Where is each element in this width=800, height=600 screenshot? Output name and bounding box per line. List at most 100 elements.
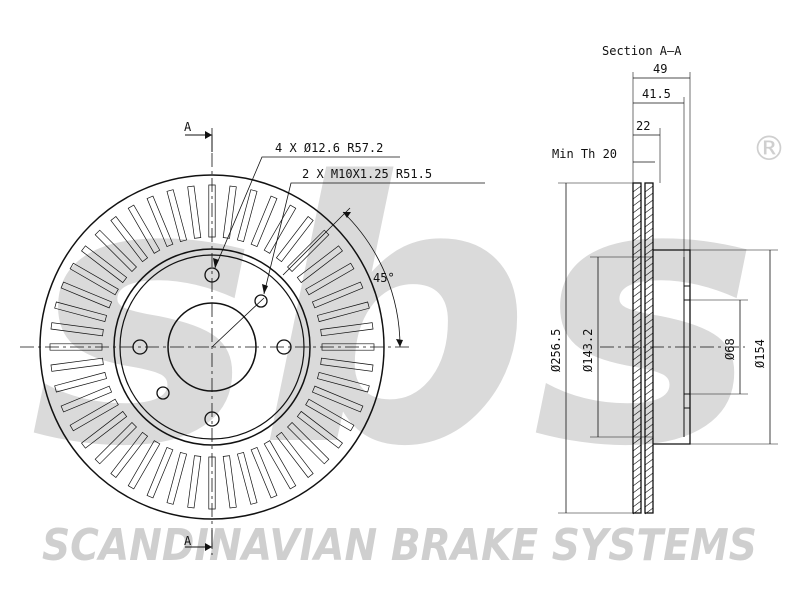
- hatch-line: [644, 493, 654, 501]
- vent-slots: [49, 184, 375, 510]
- vent-slot: [305, 398, 355, 432]
- vent-slot: [146, 446, 174, 499]
- section-view: [558, 72, 778, 515]
- hatch-line: [632, 199, 642, 207]
- vent-slot: [263, 204, 297, 254]
- bolt-hole-arrowhead: [213, 258, 219, 268]
- hatch-line: [632, 360, 642, 368]
- hatch-line: [644, 248, 654, 256]
- hatch-line: [632, 409, 642, 417]
- thread-callout: 2 X M10X1.25 R51.5: [302, 167, 432, 181]
- vent-slot: [94, 422, 137, 465]
- vent-slot: [110, 431, 149, 478]
- threaded-hole-lower: [156, 386, 170, 400]
- hatch-line: [632, 297, 642, 305]
- hat-profile: [653, 249, 691, 445]
- hatch-line: [632, 388, 642, 396]
- thread-callout-leader: [263, 182, 485, 295]
- vent-slot: [50, 322, 104, 337]
- angle-arc: [342, 211, 401, 348]
- hatch-line: [632, 248, 642, 256]
- vent-slot: [127, 204, 161, 254]
- thread-arrowhead: [262, 284, 268, 294]
- vent-slot: [187, 185, 202, 239]
- hatch-line: [632, 437, 642, 445]
- hatch-line: [644, 311, 654, 319]
- hatch-line: [644, 395, 654, 403]
- vent-slot: [54, 371, 108, 393]
- hatch-line: [632, 227, 642, 235]
- vent-slot: [296, 245, 343, 284]
- vent-slot: [69, 262, 119, 296]
- vent-slot: [54, 301, 108, 323]
- hatch-line: [644, 339, 654, 347]
- hatch-line: [644, 262, 654, 270]
- vent-slot: [50, 357, 104, 372]
- hatch-line: [632, 465, 642, 473]
- bolt-hole-callout: 4 X Ø12.6 R57.2: [275, 141, 383, 155]
- vent-slot: [94, 229, 137, 272]
- hatch-line: [644, 220, 654, 228]
- hatch-line: [632, 416, 642, 424]
- hatch-line: [644, 192, 654, 200]
- hatch-line: [632, 472, 642, 480]
- hatch-line: [632, 367, 642, 375]
- hatch-line: [644, 416, 654, 424]
- vent-slot: [81, 245, 128, 284]
- hatch-line: [632, 458, 642, 466]
- hatch-line: [632, 423, 642, 431]
- registered-mark: ®: [752, 129, 786, 169]
- hatch-line: [632, 507, 642, 515]
- hatch-line: [644, 472, 654, 480]
- vent-slot: [60, 385, 113, 413]
- center-bore: [167, 302, 257, 392]
- dim-outer-diameter-label: Ø256.5: [549, 329, 563, 372]
- section-title: Section A–A: [602, 44, 682, 58]
- vent-slot: [320, 357, 374, 372]
- hatch-line: [632, 381, 642, 389]
- company-name-watermark: SCANDINAVIAN BRAKE SYSTEMS: [42, 520, 757, 571]
- hatch-line: [632, 311, 642, 319]
- vent-slot: [208, 184, 216, 238]
- vent-slot: [60, 281, 113, 309]
- vent-slot: [187, 455, 202, 509]
- hatch-line: [644, 486, 654, 494]
- hatch-line: [644, 507, 654, 515]
- hatch-line: [644, 283, 654, 291]
- section-marker-top-label: A: [184, 120, 192, 134]
- angle-label: 45°: [373, 271, 395, 285]
- hatch-line: [644, 465, 654, 473]
- section-marker-bottom-arrowhead: [205, 543, 212, 551]
- vent-slot: [305, 262, 355, 296]
- friction-ring-hatching: [632, 185, 654, 515]
- vent-slot: [250, 195, 278, 248]
- hatch-line: [644, 199, 654, 207]
- vent-slot: [236, 189, 258, 243]
- hatch-line: [632, 402, 642, 410]
- front-view-labels: A A 4 X Ø12.6 R57.2 2 X M10X1.25 R51.5 4…: [184, 120, 432, 548]
- hatch-line: [632, 430, 642, 438]
- hatch-line: [644, 444, 654, 452]
- vent-slot: [275, 431, 314, 478]
- hatch-line: [632, 493, 642, 501]
- hatch-line: [632, 304, 642, 312]
- dim-disc-thickness-label: 22: [636, 119, 650, 133]
- hatch-line: [632, 213, 642, 221]
- vent-slot: [316, 371, 370, 393]
- hatch-line: [644, 206, 654, 214]
- vent-slot: [208, 456, 216, 510]
- hatch-line: [632, 318, 642, 326]
- hatch-line: [632, 325, 642, 333]
- vent-slot: [49, 343, 103, 351]
- vent-slot: [311, 281, 364, 309]
- hatch-line: [632, 451, 642, 459]
- vent-slot: [263, 440, 297, 490]
- min-thickness-label: Min Th 20: [552, 147, 617, 161]
- hatch-line: [632, 374, 642, 382]
- hatch-line: [644, 437, 654, 445]
- angle-arrow-top: [343, 212, 351, 218]
- hatch-line: [644, 304, 654, 312]
- vent-slot: [316, 301, 370, 323]
